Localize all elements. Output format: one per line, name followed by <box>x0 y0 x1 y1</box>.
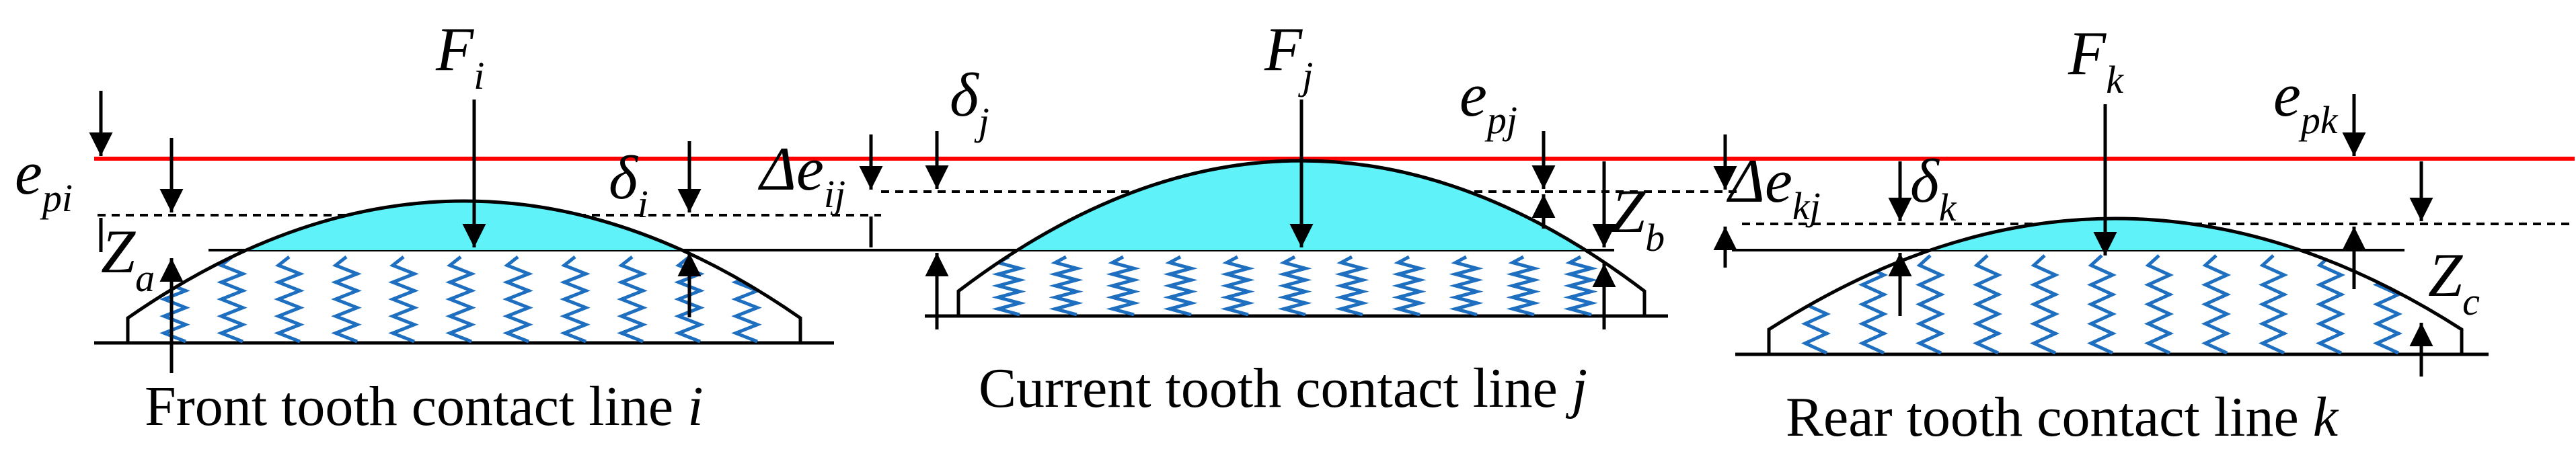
spring <box>1392 255 1427 316</box>
current-caption: Current tooth contact line j <box>979 357 1587 420</box>
rear-height-label: Zc <box>2428 241 2480 323</box>
spring <box>502 255 533 343</box>
current-springs <box>991 255 1598 316</box>
spring <box>2372 254 2403 354</box>
front-tooth: Fi epi Za δi Front tooth contact line i <box>15 15 881 438</box>
spring <box>991 255 1026 316</box>
rear-diff-label: Δekj <box>1726 147 1821 228</box>
front-error-label: epi <box>15 139 73 220</box>
front-deformation-label: δi <box>609 143 648 226</box>
front-height-label: Za <box>101 217 155 300</box>
spring <box>2144 254 2174 354</box>
current-tooth: Fj δj Δeij epj Zb Current tooth contact … <box>757 15 1742 420</box>
rear-springs <box>1801 254 2403 354</box>
spring <box>1972 254 2003 354</box>
spring <box>1220 255 1255 316</box>
spring <box>1915 254 1946 354</box>
front-tooth-profile <box>126 199 802 343</box>
rear-caption: Rear tooth contact line k <box>1786 386 2339 448</box>
current-height-label: Zb <box>1611 177 1665 260</box>
spring <box>1449 255 1484 316</box>
rear-tooth: Fk Δekj δk epk Zc Rear tooth contact lin… <box>1713 19 2575 448</box>
front-force-label: Fi <box>435 15 484 97</box>
rear-error-label: epk <box>2273 61 2339 142</box>
rear-tooth-profile <box>1767 217 2464 354</box>
spring <box>1277 255 1312 316</box>
spring <box>1049 255 1084 316</box>
spring <box>2086 254 2117 354</box>
spring <box>159 255 190 343</box>
spring <box>1106 255 1141 316</box>
spring <box>331 255 362 343</box>
current-error-label: epj <box>1460 61 1517 142</box>
spring <box>617 255 648 343</box>
rear-force-label: Fk <box>2068 19 2124 102</box>
spring <box>388 255 419 343</box>
current-deformation-label: δj <box>950 61 989 143</box>
spring <box>2201 254 2232 354</box>
spring <box>1334 255 1369 316</box>
front-springs <box>159 255 762 343</box>
spring <box>2029 254 2060 354</box>
spring <box>1506 255 1541 316</box>
spring <box>2315 254 2346 354</box>
spring <box>1563 255 1598 316</box>
spring <box>445 255 476 343</box>
spring <box>1163 255 1198 316</box>
spring <box>274 255 305 343</box>
spring <box>217 255 248 343</box>
spring <box>731 255 762 343</box>
current-force-label: Fj <box>1264 15 1313 97</box>
spring <box>560 255 591 343</box>
spring <box>2258 254 2289 354</box>
front-contact-area <box>128 201 800 250</box>
rear-contact-area <box>1769 219 2462 250</box>
current-diff-label: Δeij <box>757 134 845 216</box>
front-caption: Front tooth contact line i <box>145 375 704 438</box>
rear-deformation-label: δk <box>1910 147 1957 229</box>
